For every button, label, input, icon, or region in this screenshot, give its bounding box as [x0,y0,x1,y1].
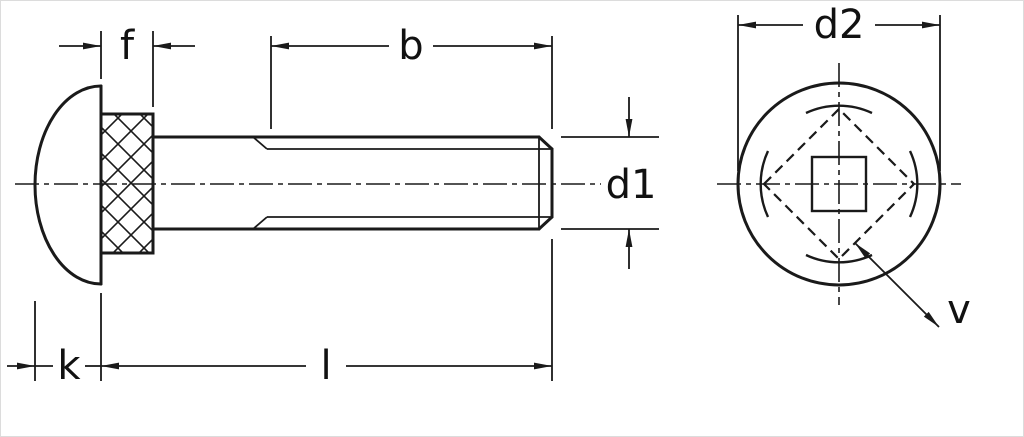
head-circle [736,81,942,287]
dim-d1: d1 [561,97,659,269]
dim-label-l: l [320,343,331,389]
dim-v-line [854,242,940,328]
dome-arc-top [805,104,873,115]
bolt-head [33,84,103,286]
center-square [810,155,868,213]
side-view: f b d1 k [7,23,659,389]
dim-b: b [270,23,553,129]
dim-label-f: f [120,23,135,69]
chamfer-top [537,135,554,151]
square-neck [99,112,155,255]
dim-k: k [7,293,102,389]
dome-arc-right [908,150,919,218]
thread-runout-bottom [252,216,268,230]
dim-l: l [101,239,553,389]
chamfer-bottom [537,215,554,231]
dim-v: v [854,242,971,333]
dim-f: f [59,23,195,107]
dim-label-d2: d2 [814,2,865,48]
dim-d2: d2 [737,2,941,171]
dim-label-d1: d1 [606,162,657,208]
dome-arc-left [759,150,770,218]
dim-label-v: v [947,287,971,333]
dim-label-k: k [57,343,81,389]
head-dome-outline [33,84,103,286]
thread-runout-top [252,136,268,150]
dim-label-b: b [398,23,423,69]
front-view: d2 v [717,2,971,333]
square-neck-hidden-outline [762,107,916,261]
bolt-shank [151,135,554,231]
